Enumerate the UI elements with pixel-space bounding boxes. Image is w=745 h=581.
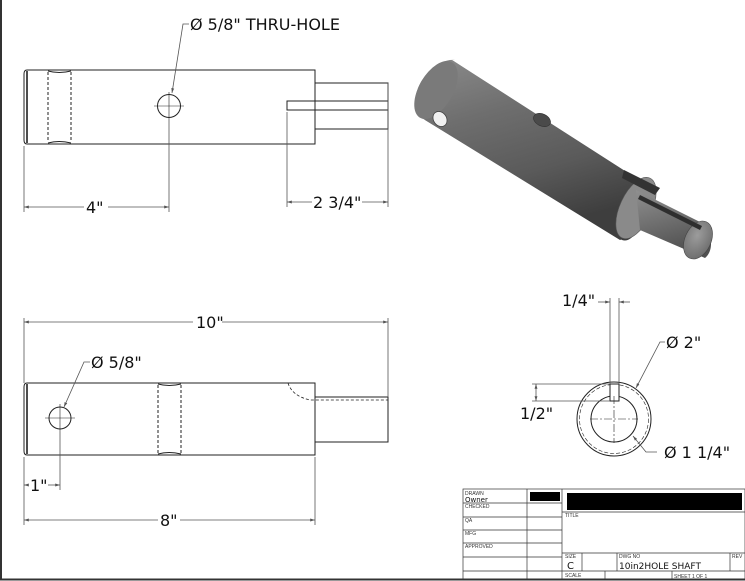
side-view-dim-overall-length: 10" xyxy=(196,313,224,332)
end-view xyxy=(576,381,652,457)
redacted-drawn-date xyxy=(530,492,560,501)
tb-label-drawn: DRAWN xyxy=(465,491,484,497)
end-view-dim-keyway-width: 1/4" xyxy=(562,291,595,310)
redacted-company-name xyxy=(567,493,742,510)
top-view-body xyxy=(23,69,316,145)
top-view-dimensions xyxy=(23,23,389,212)
side-view-hole-callout: Ø 5/8" xyxy=(91,353,142,372)
iso-left-end xyxy=(414,61,458,119)
iso-view xyxy=(414,59,713,260)
top-view-hole-callout: Ø 5/8" THRU-HOLE xyxy=(190,15,340,34)
iso-cross-hole-left xyxy=(432,111,448,127)
end-view-dim-inner-diameter: Ø 1 1/4" xyxy=(664,443,730,462)
title-block xyxy=(462,488,745,581)
tb-sheet: SHEET 1 OF 1 xyxy=(674,574,707,580)
end-view-dimensions xyxy=(532,298,665,453)
iso-keyway xyxy=(622,170,660,195)
end-view-dim-outer-diameter: Ø 2" xyxy=(666,333,701,352)
iso-stub-end xyxy=(683,220,713,260)
end-view-outer-circle xyxy=(576,381,652,457)
top-view-stub xyxy=(314,82,389,130)
tb-size: C xyxy=(567,561,574,572)
tb-label-approved: APPROVED xyxy=(465,544,493,550)
tb-dwg-no: 10in2HOLE SHAFT xyxy=(619,562,701,572)
side-view-stub xyxy=(314,396,389,443)
end-view-keyway xyxy=(609,383,620,402)
side-view-dimensions xyxy=(23,318,389,525)
top-view-dim-keyway-length: 2 3/4" xyxy=(313,193,361,212)
side-view-body xyxy=(23,382,316,456)
side-view-dim-body-length: 8" xyxy=(160,511,178,530)
iso-cross-hole-middle xyxy=(533,113,551,127)
side-view-groove xyxy=(157,383,182,386)
top-view-keyway xyxy=(286,100,388,111)
top-view-groove xyxy=(47,70,72,73)
tb-label-size: SIZE xyxy=(565,554,577,560)
tb-label-qa: QA xyxy=(465,518,473,524)
side-view-dim-hole-offset: 1" xyxy=(30,476,48,495)
tb-label-title: TITLE xyxy=(565,513,579,519)
side-view xyxy=(23,382,389,456)
tb-label-mfg: MFG xyxy=(465,531,476,537)
top-view-dim-hole-position: 4" xyxy=(86,198,104,217)
end-view-dim-keyway-depth: 1/2" xyxy=(520,404,553,423)
tb-label-scale: SCALE xyxy=(565,573,582,579)
tb-label-dwg-no: DWG NO xyxy=(619,554,640,560)
tb-drawn-by: Owner xyxy=(465,496,488,504)
top-view xyxy=(23,69,389,145)
tb-label-checked: CHECKED xyxy=(465,504,490,510)
tb-label-rev: REV xyxy=(732,554,743,560)
